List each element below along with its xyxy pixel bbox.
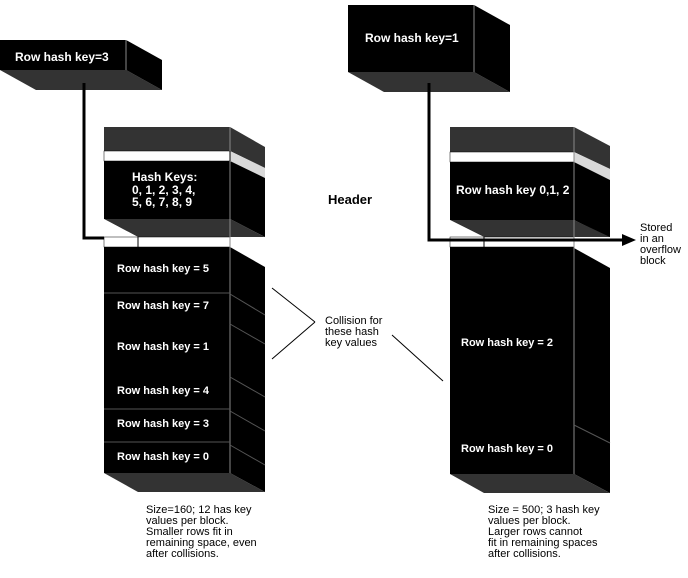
right-block-header-area: [450, 162, 574, 220]
left-row-label: Row hash key = 1: [117, 341, 210, 353]
left-data-block: [103, 127, 266, 492]
overflow-label: Stored in an overflow block: [640, 222, 681, 267]
left-caption: Size=160; 12 has key values per block. S…: [146, 504, 257, 560]
right-data-block: [449, 127, 611, 493]
left-row-label: Row hash key = 0: [117, 451, 210, 463]
right-input-key-box: [348, 5, 510, 92]
right-block-rows-body: [450, 247, 574, 474]
arrow-head-icon: [622, 234, 636, 246]
left-row-label: Row hash key = 3: [117, 418, 210, 430]
right-header-keys-label: Row hash key 0,1, 2: [456, 183, 570, 197]
left-key-box-side-face: [126, 40, 162, 90]
left-row-separators: [104, 292, 266, 466]
left-row-label: Row hash key = 7: [117, 300, 210, 312]
left-key-box-bottom-face: [0, 70, 162, 90]
collision-callout-lines: [271, 287, 444, 382]
right-caption: Size = 500; 3 hash key values per block.…: [488, 504, 600, 560]
collision-label: Collision for these hash key values: [325, 315, 383, 349]
right-input-key-label: Row hash key=1: [365, 31, 459, 45]
left-key-box-front-face: [0, 40, 126, 70]
left-block-top-band: [104, 127, 230, 151]
left-row-label: Row hash key = 5: [117, 263, 210, 275]
left-block-header-area: [104, 161, 230, 219]
left-row-label: Row hash key = 4: [117, 385, 210, 397]
header-label: Header: [328, 192, 373, 207]
left-header-keys-label: Hash Keys: 0, 1, 2, 3, 4, 5, 6, 7, 8, 9: [132, 170, 198, 210]
right-row-label: Row hash key = 0: [461, 443, 554, 455]
left-input-key-label: Row hash key=3: [15, 50, 109, 64]
right-row-label: Row hash key = 2: [461, 337, 554, 349]
right-overflow-arrow: [427, 83, 636, 246]
left-block-rows-body: [104, 247, 230, 473]
right-key-box-front-face: [348, 5, 474, 72]
left-input-key-box: [0, 40, 162, 90]
